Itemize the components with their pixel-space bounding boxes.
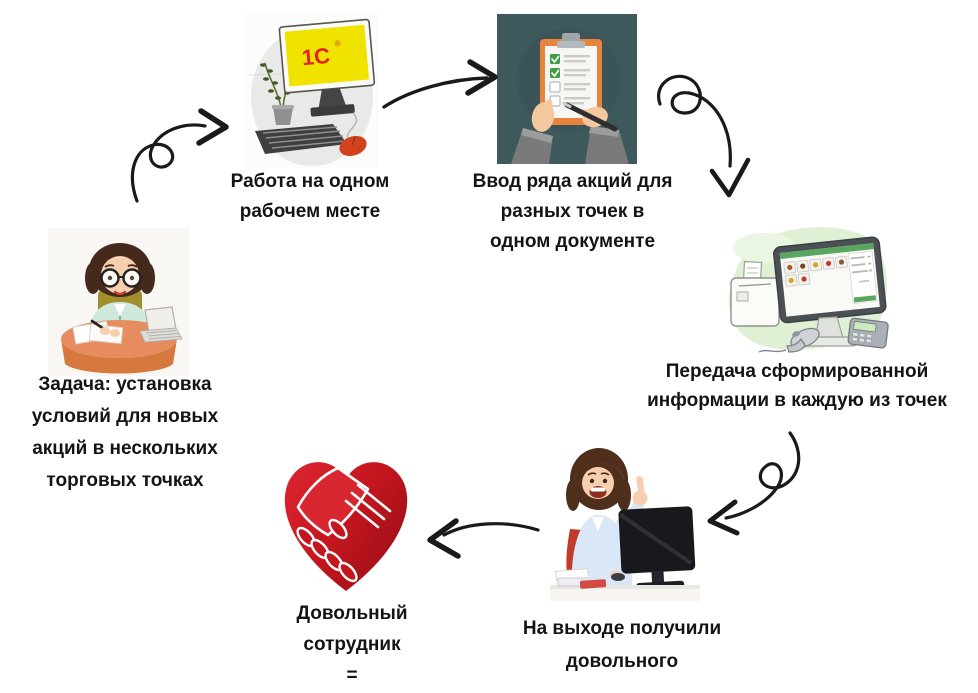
registered-mark: ® bbox=[334, 39, 341, 48]
mouse-icon bbox=[339, 135, 367, 157]
pos-terminal-figure bbox=[713, 218, 893, 354]
keyboard-icon bbox=[255, 124, 347, 154]
happy-employee-thumbs-up-illustration bbox=[550, 443, 700, 601]
label-result: На выходе получили довольного bbox=[497, 612, 747, 678]
label-input: Ввод ряда акций для разных точек в одном… bbox=[450, 167, 695, 257]
label-line: сотрудник bbox=[303, 634, 401, 655]
card-terminal-icon bbox=[847, 317, 889, 349]
barcode-scanner-icon bbox=[758, 327, 820, 353]
arrow-workstation-to-clipboard bbox=[382, 59, 498, 109]
arrow-pos-to-employee bbox=[707, 431, 801, 536]
label-transfer: Передача сформированной информации в каж… bbox=[638, 357, 956, 415]
clipboard-figure bbox=[497, 14, 637, 164]
label-outcome: Довольный сотрудник = bbox=[272, 598, 432, 691]
pos-screen-icon bbox=[773, 236, 887, 324]
happy-employee-figure bbox=[550, 443, 700, 601]
woman-at-desk-figure bbox=[48, 228, 190, 376]
checklist-rows bbox=[549, 54, 590, 107]
label-line: Довольный bbox=[296, 603, 408, 624]
label-line: На выходе получили bbox=[522, 618, 722, 639]
label-line: информации в каждую из точек bbox=[647, 390, 947, 411]
label-line: рабочем месте bbox=[239, 201, 381, 222]
label-work: Работа на одном рабочем месте bbox=[205, 167, 415, 227]
handshake-heart-illustration bbox=[284, 462, 408, 591]
label-line: = bbox=[346, 665, 358, 686]
1c-logo: 1С bbox=[301, 43, 331, 70]
pen-icon bbox=[562, 102, 618, 132]
label-line: Ввод ряда акций для bbox=[472, 171, 673, 192]
label-task: Задача: установка условий для новых акци… bbox=[10, 369, 240, 497]
woman-at-desk-illustration bbox=[48, 228, 190, 376]
workstation-figure: 1С ® bbox=[245, 13, 378, 168]
handshake-heart-figure bbox=[268, 443, 425, 600]
label-line: торговых точках bbox=[46, 470, 204, 491]
label-line: Работа на одном bbox=[230, 171, 390, 192]
pos-terminal-illustration bbox=[728, 227, 889, 353]
clipboard-checklist-illustration bbox=[497, 14, 637, 164]
receipt-printer-icon bbox=[730, 260, 780, 327]
label-line: Передача сформированной bbox=[665, 361, 929, 382]
label-line: условий для новых bbox=[31, 406, 219, 427]
label-line: одном документе bbox=[489, 231, 656, 252]
laptop-icon bbox=[139, 306, 183, 343]
workstation-1c-illustration: 1С ® bbox=[245, 13, 378, 168]
thumbs-up-icon bbox=[632, 476, 648, 506]
label-line: Задача: установка bbox=[38, 374, 212, 395]
label-line: довольного bbox=[565, 651, 679, 672]
label-line: разных точек в bbox=[500, 201, 645, 222]
monitor-icon: 1С ® bbox=[278, 18, 376, 117]
label-line: акций в нескольких bbox=[32, 438, 218, 459]
arrow-employee-to-heart bbox=[427, 518, 540, 559]
